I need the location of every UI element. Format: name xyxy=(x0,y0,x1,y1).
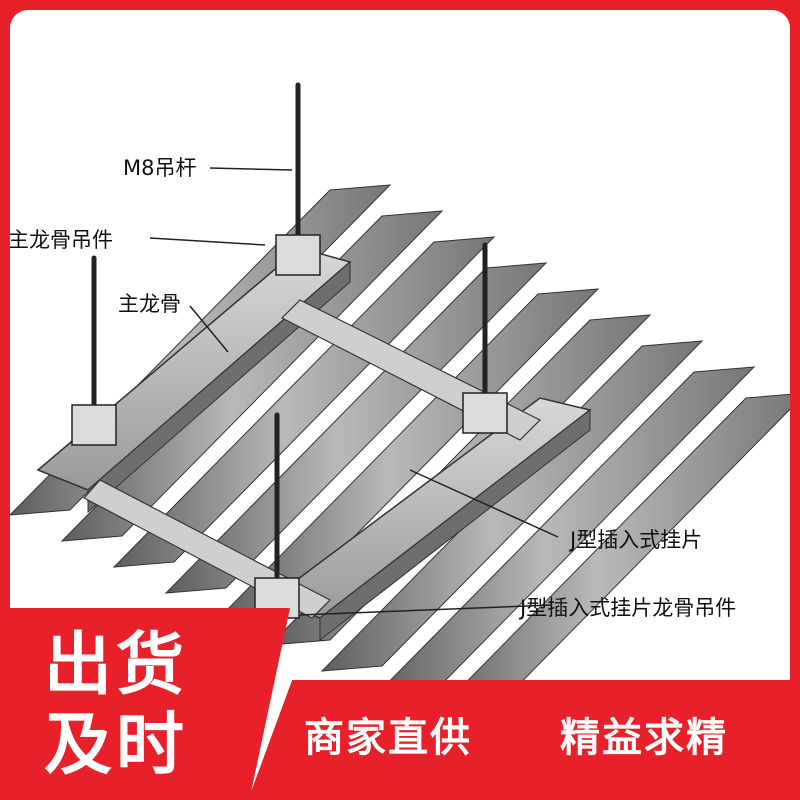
leader-lines xyxy=(149,167,559,616)
hanger-rods xyxy=(91,82,488,593)
badge-line-1: 出货 xyxy=(44,626,189,705)
banner-text-excellence: 精益求精 xyxy=(560,715,728,761)
ceiling-diagram xyxy=(10,82,790,724)
label-m8-rod: M8吊杆 xyxy=(123,156,197,180)
banner-text-direct-supply: 商家直供 xyxy=(304,715,472,761)
label-main-keel: 主龙骨 xyxy=(118,292,181,316)
badge-line-2: 及时 xyxy=(44,706,189,785)
promo-banner xyxy=(248,680,800,800)
image-card: M8吊杆 主龙骨吊件 主龙骨 J型插入式挂片 J型插入式挂片龙骨吊件 xyxy=(10,10,790,790)
shipping-badge xyxy=(0,608,290,800)
j-panel-strip xyxy=(164,262,548,594)
j-panel-strip xyxy=(320,340,704,672)
label-j-panel: J型插入式挂片 xyxy=(570,528,703,552)
hanger-clips xyxy=(71,234,508,619)
j-panel-strip xyxy=(112,236,496,568)
label-j-keel-hanger: J型插入式挂片龙骨吊件 xyxy=(520,596,737,620)
label-main-keel-hanger: 主龙骨吊件 xyxy=(10,228,113,252)
